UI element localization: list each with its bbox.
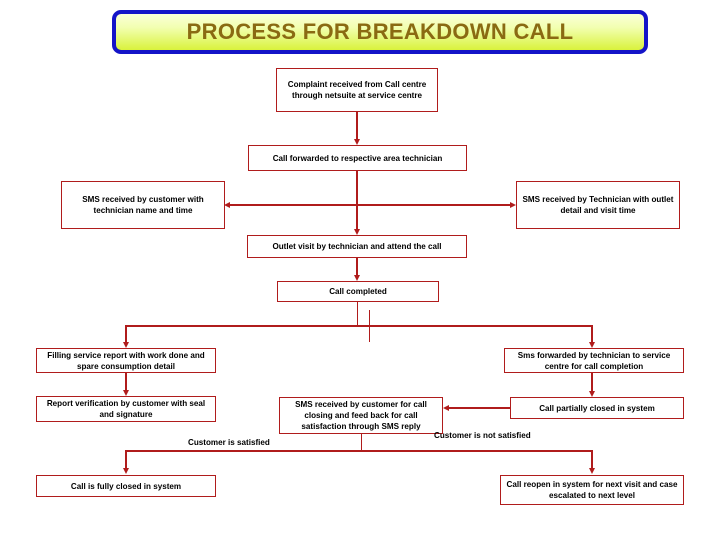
node-call-fully-closed[interactable]: Call is fully closed in system [36,475,216,497]
node-call-reopen[interactable]: Call reopen in system for next visit and… [500,475,684,505]
node-call-completed-label: Call completed [329,287,387,296]
node-outlet-visit-label: Outlet visit by technician and attend th… [272,242,442,251]
connector-satisfied-drop [125,450,127,468]
node-sms-call-closing[interactable]: SMS received by customer for call closin… [279,397,443,434]
arrowhead-partial-to-smsclosing [443,404,449,411]
connector-outlet-to-completed [356,258,358,275]
connector-branch-right-drop [591,325,593,342]
arrowhead-filling-to-verification [122,390,129,396]
node-call-partially-closed-label: Call partially closed in system [539,403,655,413]
connector-forwarded-to-outlet [356,171,358,229]
connector-filling-to-verification [125,373,127,390]
node-call-fully-closed-label: Call is fully closed in system [70,481,182,491]
arrowhead-branch-left [122,342,129,348]
node-report-verification[interactable]: Report verification by customer with sea… [36,396,216,422]
node-sms-call-closing-label: SMS received by customer for call closin… [295,400,427,431]
connector-smsclosing-to-decision [361,434,362,451]
arrowhead-smsforward-to-partial [588,391,595,397]
arrowhead-not-satisfied [588,468,595,474]
edge-label-satisfied: Customer is satisfied [188,438,270,447]
node-sms-forwarded-service-centre-label: Sms forwarded by technician to service c… [517,350,671,371]
page-title: PROCESS FOR BREAKDOWN CALL [186,19,574,44]
arrowhead-branch-right [588,342,595,348]
node-complaint-received[interactable]: Complaint received from Call centre thro… [276,68,438,112]
node-filling-service-report-label: Filling service report with work done an… [47,350,205,371]
node-call-reopen-label: Call reopen in system for next visit and… [506,480,678,500]
slide-title-banner: PROCESS FOR BREAKDOWN CALL [112,10,648,54]
edge-label-not-satisfied: Customer is not satisfied [434,431,531,440]
arrowhead-outlet-to-completed [353,275,360,281]
node-sms-forwarded-service-centre[interactable]: Sms forwarded by technician to service c… [504,348,684,373]
connector-branch-left-drop [125,325,127,342]
arrowhead-complaint-to-forwarded [353,139,360,145]
node-call-forwarded-label: Call forwarded to respective area techni… [272,153,443,163]
connector-decision-split-bar [125,450,592,452]
node-outlet-visit[interactable]: Outlet visit by technician and attend th… [247,235,467,258]
node-sms-customer-technician[interactable]: SMS received by customer with technician… [61,181,225,229]
node-call-forwarded[interactable]: Call forwarded to respective area techni… [248,145,467,171]
node-call-completed[interactable]: Call completed [277,281,439,302]
node-report-verification-label: Report verification by customer with sea… [46,399,206,419]
connector-branch-split-bar [126,325,592,327]
connector-sms-horizontal [228,204,514,206]
arrowhead-forwarded-to-outlet [353,229,360,235]
connector-completed-to-split [357,302,358,326]
node-call-partially-closed[interactable]: Call partially closed in system [510,397,684,419]
arrowhead-sms-customer [224,201,230,208]
connector-smsforward-to-partial [591,373,593,391]
connector-partial-to-smsclosing [449,407,510,409]
arrowhead-satisfied [122,468,129,474]
node-complaint-received-label: Complaint received from Call centre thro… [287,80,427,100]
arrowhead-sms-technician [510,201,516,208]
connector-complaint-to-forwarded [356,112,358,139]
node-sms-technician-outlet-label: SMS received by Technician with outlet d… [522,195,674,215]
node-sms-technician-outlet[interactable]: SMS received by Technician with outlet d… [516,181,680,229]
node-filling-service-report[interactable]: Filling service report with work done an… [36,348,216,373]
connector-not-satisfied-drop [591,450,593,468]
node-sms-customer-technician-label: SMS received by customer with technician… [82,195,204,215]
